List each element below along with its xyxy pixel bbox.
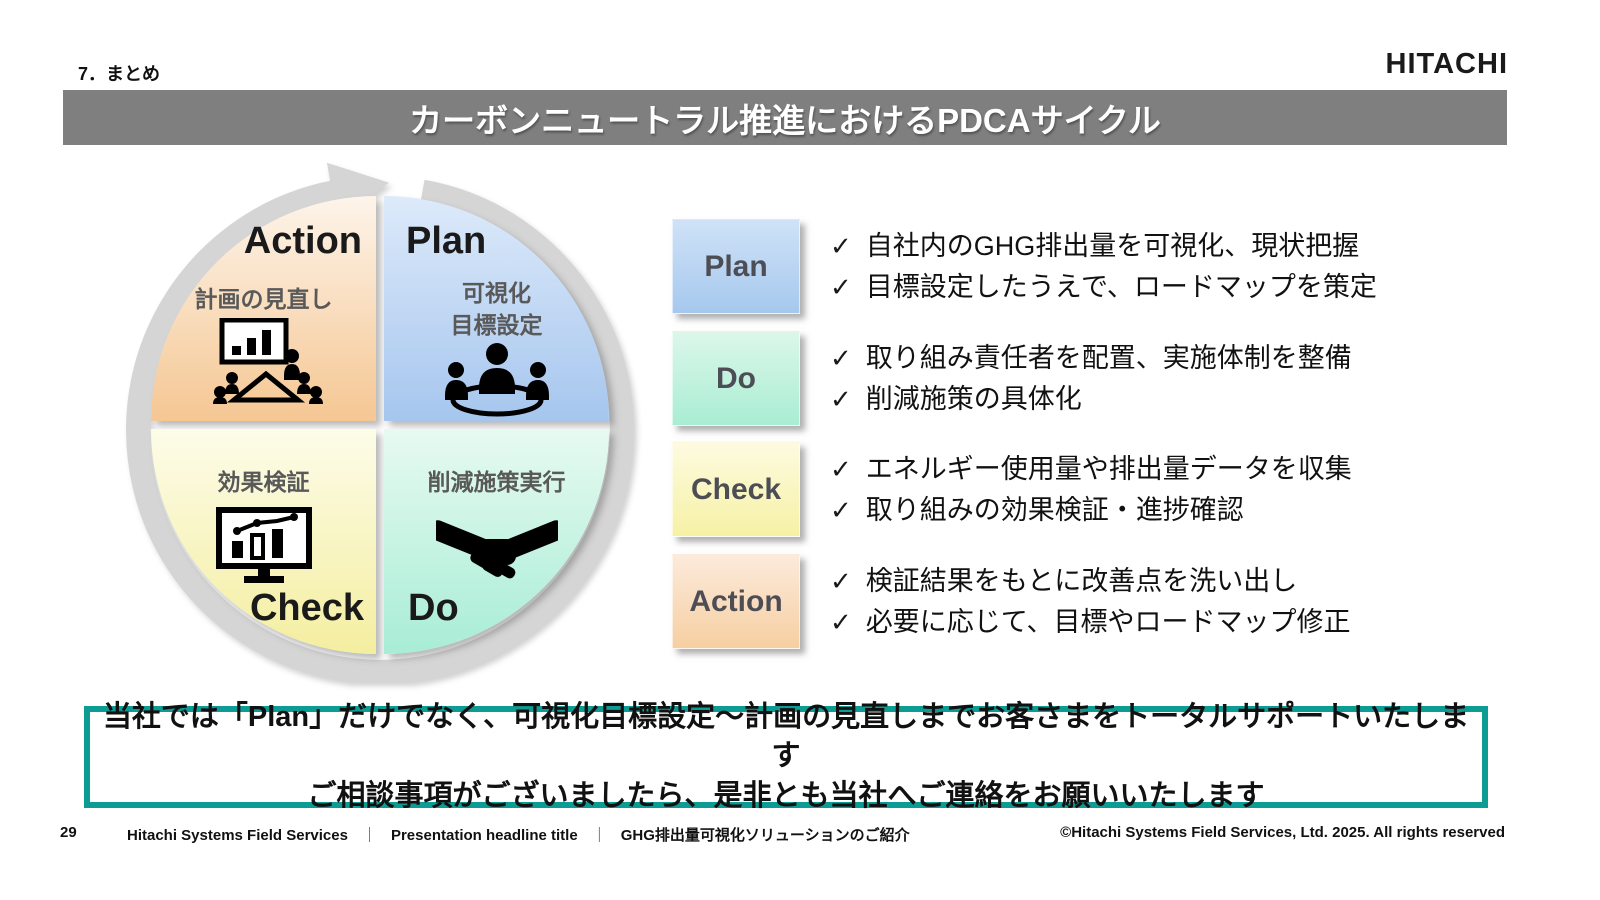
handshake-icon [384, 515, 609, 587]
list-item: ✓ 取り組み責任者を配置、実施体制を整備 [830, 338, 1352, 379]
list-item: ✓ 取り組みの効果検証・進捗確認 [830, 490, 1352, 531]
check-mark-icon: ✓ [830, 343, 852, 373]
do-badge: Do [672, 331, 800, 426]
round-table-meeting-icon [384, 342, 609, 418]
plan-badge: Plan [672, 219, 800, 314]
page-number: 29 [60, 824, 77, 841]
check-badge: Check [672, 442, 800, 537]
footer-separator: ｜ [591, 827, 607, 844]
do-bullet-list: ✓ 取り組み責任者を配置、実施体制を整備 ✓ 削減施策の具体化 [830, 338, 1352, 419]
check-mark-icon: ✓ [830, 383, 852, 414]
footer-separator: ｜ [361, 827, 377, 844]
bullet-text: 必要に応じて、目標やロードマップ修正 [865, 606, 1351, 637]
action-bullet-list: ✓ 検証結果をもとに改善点を洗い出し ✓ 必要に応じて、目標やロードマップ修正 [830, 561, 1350, 642]
bullet-text: エネルギー使用量や排出量データを収集 [865, 454, 1352, 484]
check-mark-icon: ✓ [830, 454, 852, 484]
quadrant-check-caption: 効果検証 [217, 469, 310, 495]
detail-row-action: Action ✓ 検証結果をもとに改善点を洗い出し ✓ 必要に応じて、目標やロードマ… [672, 554, 1532, 649]
monitor-chart-icon [151, 507, 376, 589]
footer-headline: Presentation headline title [390, 827, 578, 844]
page-title: カーボンニュートラル推進におけるPDCAサイクル [409, 101, 1161, 139]
presentation-meeting-icon [151, 318, 376, 404]
title-bar: カーボンニュートラル推進におけるPDCAサイクル [63, 90, 1507, 145]
bullet-text: 目標設定したうえで、ロードマップを策定 [865, 271, 1377, 302]
quadrant-action-label: Action [243, 220, 362, 262]
detail-row-do: Do ✓ 取り組み責任者を配置、実施体制を整備 ✓ 削減施策の具体化 [672, 331, 1532, 426]
check-mark-icon: ✓ [830, 606, 852, 637]
list-item: ✓ エネルギー使用量や排出量データを収集 [830, 449, 1352, 490]
footer-left-text: Hitachi Systems Field Services ｜ Presentat… [127, 824, 910, 845]
list-item: ✓ 必要に応じて、目標やロードマップ修正 [830, 602, 1350, 643]
section-label: 7．まとめ [78, 64, 161, 84]
check-mark-icon: ✓ [830, 271, 852, 302]
quadrant-check-label: Check [249, 587, 364, 629]
bullet-text: 自社内のGHG排出量を可視化、現状把握 [865, 231, 1360, 261]
detail-row-check: Check ✓ エネルギー使用量や排出量データを収集 ✓ 取り組みの効果検証・進捗確… [672, 442, 1532, 537]
list-item: ✓ 自社内のGHG排出量を可視化、現状把握 [830, 226, 1377, 267]
list-item: ✓ 目標設定したうえで、ロードマップを策定 [830, 267, 1377, 308]
hitachi-logo: HITACHI [1385, 48, 1508, 80]
footer-company: Hitachi Systems Field Services [127, 827, 348, 844]
summary-callout-box: 当社では「Plan」だけでなく、可視化目標設定～計画の見直しまでお客さまをトータ… [84, 701, 1488, 812]
summary-line-1: 当社では「Plan」だけでなく、可視化目標設定～計画の見直しまでお客さまをトータ… [102, 701, 1470, 773]
list-item: ✓ 検証結果をもとに改善点を洗い出し [830, 561, 1350, 602]
check-bullet-list: ✓ エネルギー使用量や排出量データを収集 ✓ 取り組みの効果検証・進捗確認 [830, 449, 1352, 530]
quadrant-do-caption: 削減施策実行 [427, 469, 566, 495]
check-mark-icon: ✓ [830, 566, 852, 596]
bullet-text: 取り組み責任者を配置、実施体制を整備 [865, 343, 1352, 373]
plan-bullet-list: ✓ 自社内のGHG排出量を可視化、現状把握 ✓ 目標設定したうえで、ロードマップを策… [830, 226, 1377, 307]
quadrant-do-label: Do [408, 587, 459, 629]
footer-doc-title: GHG排出量可視化ソリューションのご紹介 [620, 827, 910, 844]
pdca-cycle-diagram: Action 計画の見直し Plan [115, 158, 639, 682]
check-mark-icon: ✓ [830, 494, 852, 525]
quadrant-plan: Plan 可視化 目標設定 [384, 196, 609, 421]
bullet-text: 削減施策の具体化 [865, 383, 1082, 414]
footer: 29 Hitachi Systems Field Services ｜ Presen… [0, 824, 1600, 848]
quadrant-action-caption: 計画の見直し [194, 286, 333, 312]
list-item: ✓ 削減施策の具体化 [830, 379, 1352, 420]
summary-line-2: ご相談事項がございましたら、是非とも当社へご連絡をお願いいたします [307, 779, 1265, 812]
check-mark-icon: ✓ [830, 231, 852, 261]
action-badge: Action [672, 554, 800, 649]
bullet-text: 検証結果をもとに改善点を洗い出し [865, 566, 1298, 596]
detail-row-plan: Plan ✓ 自社内のGHG排出量を可視化、現状把握 ✓ 目標設定したうえで、ロード… [672, 219, 1532, 314]
quadrant-plan-caption-1: 可視化 [462, 280, 531, 306]
quadrant-plan-label: Plan [406, 220, 487, 262]
footer-copyright: ©Hitachi Systems Field Services, Ltd. 20… [1060, 824, 1505, 841]
quadrant-plan-caption-2: 目標設定 [450, 312, 543, 338]
bullet-text: 取り組みの効果検証・進捗確認 [865, 494, 1244, 525]
